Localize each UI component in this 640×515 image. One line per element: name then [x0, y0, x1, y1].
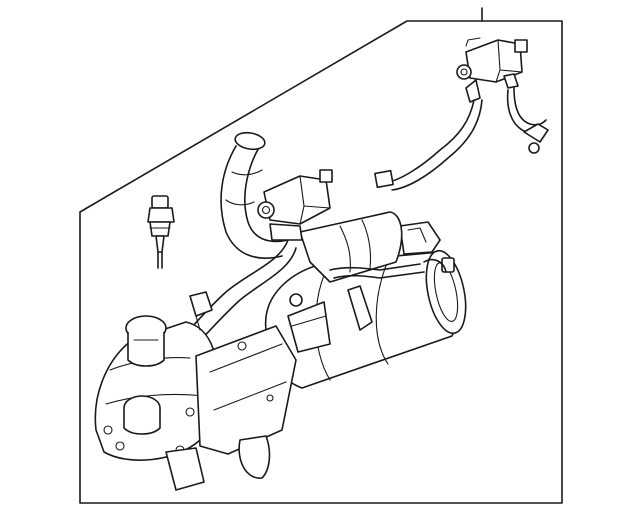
temperature-sensor-icon: [147, 195, 175, 269]
assembly-frame: [79, 20, 563, 504]
egr-cooler-assembly-icon: [165, 325, 297, 491]
upper-valve-icon: [257, 169, 333, 241]
coolant-hose-icon: [220, 131, 289, 259]
vacuum-hose-harness-icon: [374, 87, 549, 191]
egr-valve-actuator-icon: [94, 291, 218, 461]
vacuum-solenoid-icon: [456, 37, 528, 103]
